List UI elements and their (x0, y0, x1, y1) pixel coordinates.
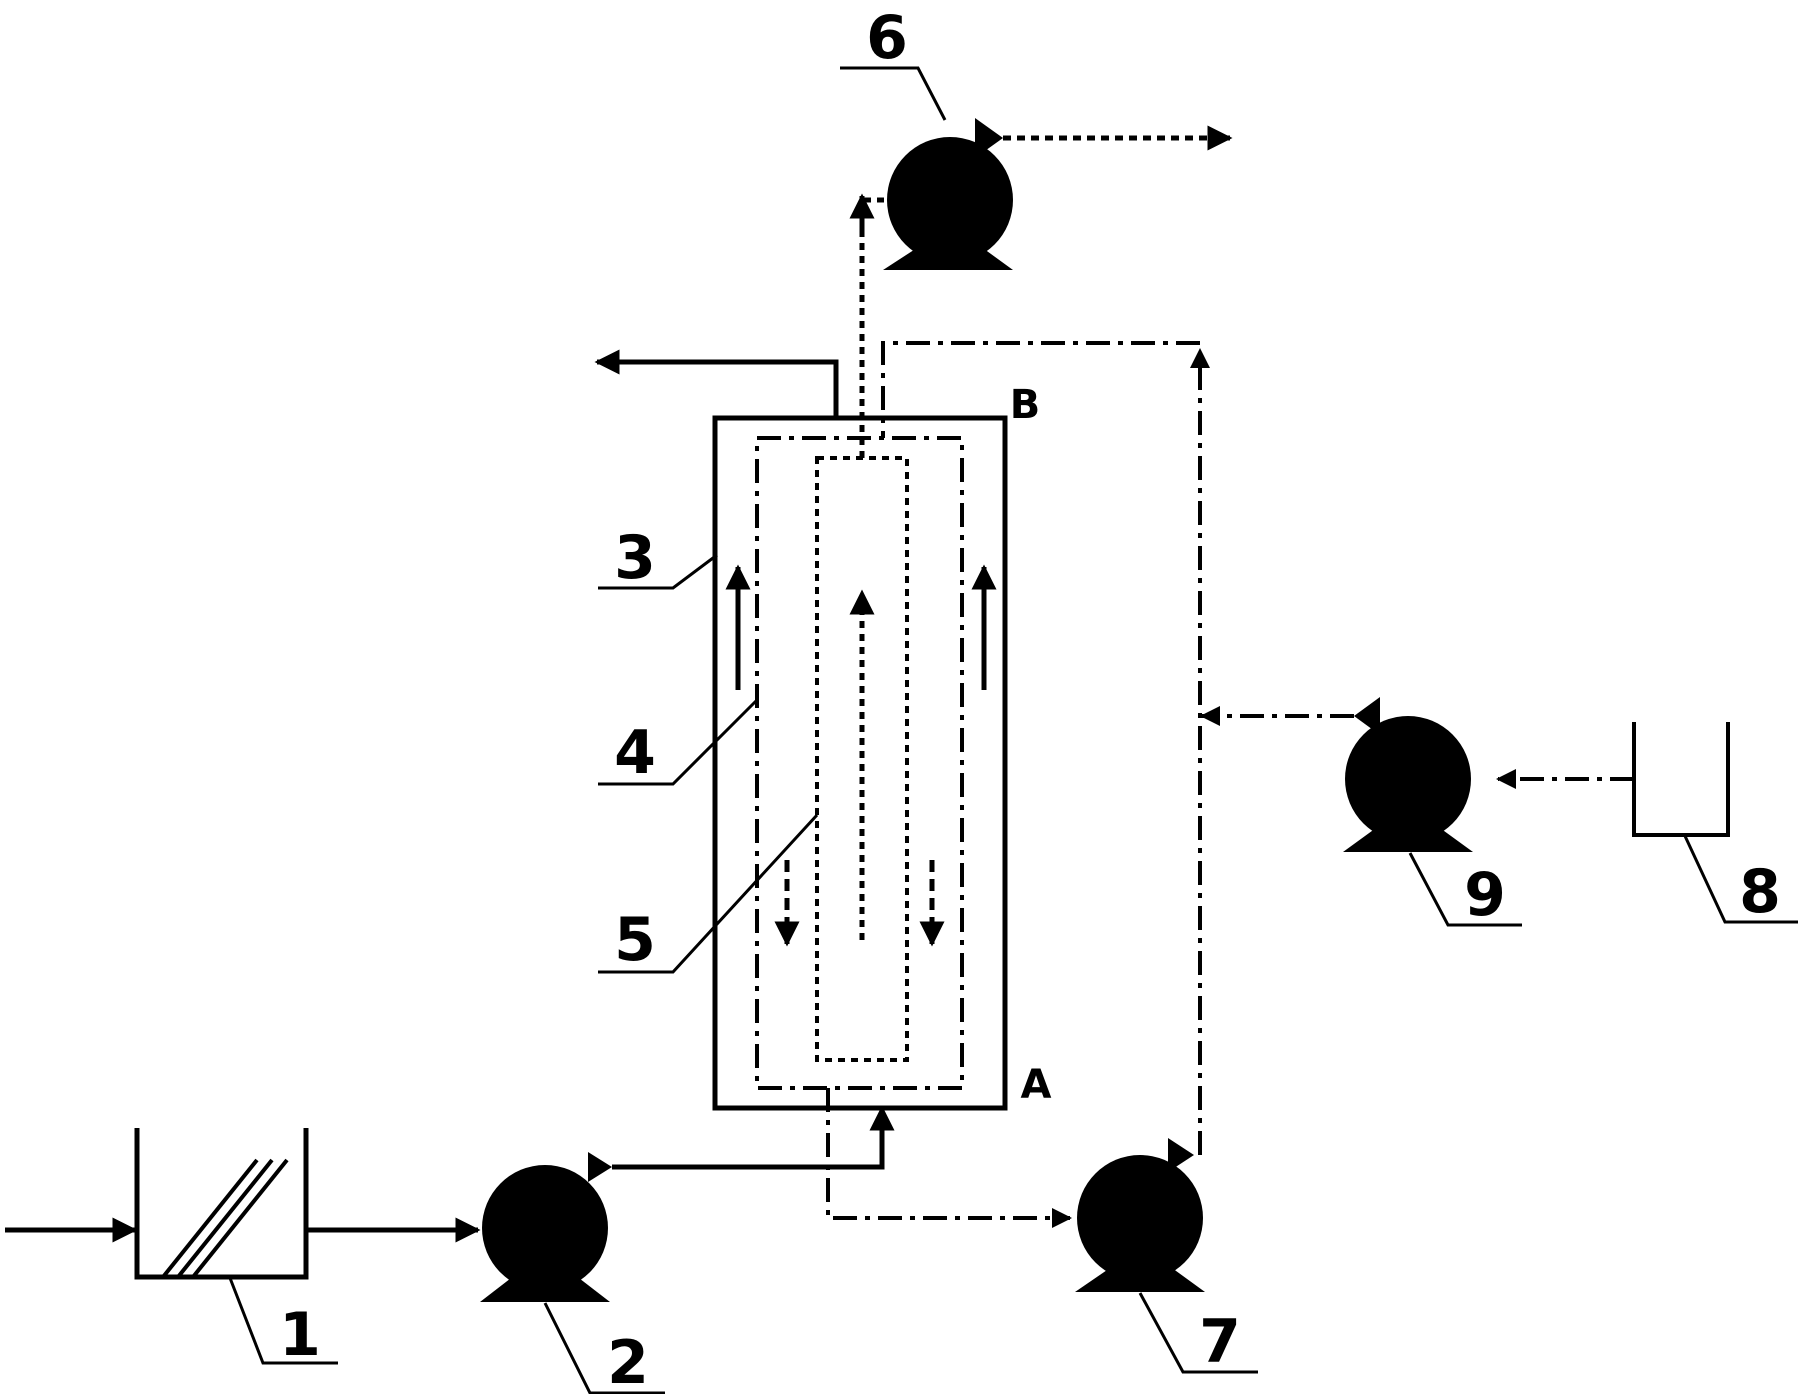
label-reactor-shell: 3 (614, 523, 656, 593)
feed-pump (480, 1152, 612, 1302)
label-screen: 1 (279, 1300, 321, 1370)
point-label-bottom: A (1021, 1062, 1052, 1108)
permeate-line (859, 197, 885, 458)
point-label-top: B (1010, 382, 1041, 428)
suction-pump (883, 118, 1013, 270)
recirc-out-line (826, 1088, 1072, 1228)
recirculation-pump (1075, 1138, 1205, 1292)
outer-membrane-module (755, 436, 964, 1090)
label-outer-membrane: 4 (614, 718, 656, 788)
inner-membrane-module (815, 456, 909, 1062)
effluent-line (594, 349, 839, 418)
label-recirculation-pump: 7 (1199, 1307, 1241, 1377)
recirc-return-line (881, 341, 1200, 438)
feed-line (612, 1105, 895, 1170)
label-dosing-tank: 8 (1739, 857, 1781, 927)
dosing-tank (1632, 722, 1730, 837)
label-suction-pump: 6 (866, 3, 908, 73)
label-feed-pump: 2 (607, 1328, 649, 1394)
screen-tank (134, 1128, 309, 1280)
label-dosing-pump: 9 (1464, 860, 1506, 930)
dosing-pump (1343, 697, 1473, 852)
leader-lines (228, 66, 1798, 1395)
label-inner-membrane: 5 (614, 905, 656, 975)
